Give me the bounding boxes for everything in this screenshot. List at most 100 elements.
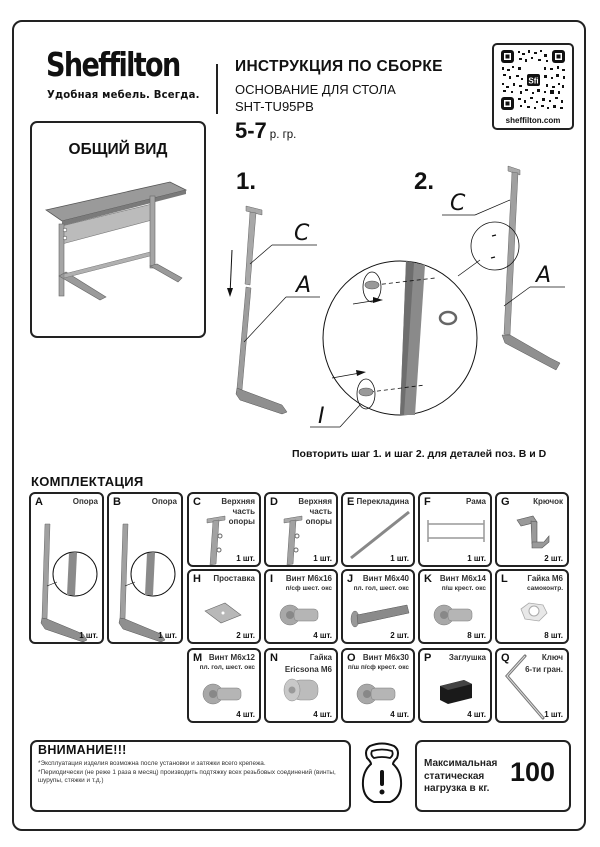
kit-item-letter: N: [270, 652, 278, 664]
header-divider: [216, 64, 218, 114]
kit-item-detail: п/ш крест. окс: [441, 585, 486, 592]
kit-item-letter: B: [113, 496, 121, 508]
kit-item-qty: 1 шт.: [79, 631, 98, 640]
kit-item-letter: A: [35, 496, 43, 508]
kit-item-name: Верхняя часть опоры: [298, 497, 332, 526]
kit-item-qty: 1 шт.: [544, 710, 563, 719]
kit-item-qty: 4 шт.: [313, 710, 332, 719]
max-load-panel: [415, 740, 571, 812]
hex-key-icon: [505, 654, 545, 720]
step-1-drawing: C A: [227, 205, 320, 415]
doc-subtitle: ОСНОВАНИЕ ДЛЯ СТОЛА: [235, 82, 396, 97]
max-load-label-line-1: Максимальная: [424, 758, 498, 769]
callout-a-step2: A: [534, 263, 551, 288]
kit-item-letter: Q: [501, 652, 510, 664]
kit-item-qty: 2 шт.: [390, 631, 409, 640]
price-group-value: 5-7: [235, 118, 267, 143]
end-cap-icon: [440, 680, 472, 704]
crossbar-icon: [350, 510, 410, 560]
kit-item-b: B Опора 1 шт.: [107, 492, 183, 644]
screw-icon: [279, 604, 319, 626]
warning-line-2: *Периодически (не реже 1 раза в месяц) п…: [38, 769, 336, 784]
leg-icon: [40, 523, 98, 642]
warning-panel: [30, 740, 351, 812]
kit-item-letter: L: [501, 573, 508, 585]
kit-item-letter: E: [347, 496, 355, 508]
kit-item-k: K Винт М6x14 п/ш крест. окс 8 шт.: [418, 569, 492, 644]
price-group-unit: р. гр.: [269, 129, 297, 141]
step-2-label: 2.: [414, 168, 435, 195]
website-link[interactable]: sheffilton.com: [505, 116, 561, 125]
brand-tagline: Удобная мебель. Всегда.: [47, 89, 200, 101]
callout-a-step1: A: [294, 273, 311, 298]
kit-item-name: Заглушка: [448, 653, 486, 662]
kit-item-letter: C: [193, 496, 201, 508]
screw-icon: [202, 683, 242, 705]
overview-title: ОБЩИЙ ВИД: [68, 141, 168, 158]
assembly-steps-illustration: C A I C A: [227, 165, 565, 429]
kit-item-detail: п/сф шест. окс: [285, 585, 332, 592]
step-2-drawing: C A: [442, 165, 565, 371]
frame-icon: [427, 520, 485, 542]
doc-title: ИНСТРУКЦИЯ ПО СБОРКЕ: [235, 58, 443, 75]
kit-item-detail: пл. гол, шест. окс: [199, 664, 255, 671]
kit-item-name: Винт М6x30: [362, 653, 409, 662]
kit-item-letter: O: [347, 652, 356, 664]
kit-item-name: Гайка М6: [527, 574, 563, 583]
qr-code-icon: Sfi: [501, 50, 565, 110]
long-screw-icon: [350, 604, 410, 628]
callout-c-step1: C: [294, 221, 310, 246]
max-load-label-line-3: нагрузка в кг.: [424, 783, 490, 794]
screw-icon: [356, 683, 396, 705]
kit-item-qty: 1 шт.: [467, 554, 486, 563]
kit-item-name: Винт М6x12: [208, 653, 255, 662]
detail-magnifier: I: [310, 259, 481, 429]
kit-item-name: Ключ: [541, 653, 563, 662]
kit-item-qty: 1 шт.: [158, 631, 177, 640]
kit-item-qty: 8 шт.: [467, 631, 486, 640]
kit-item-detail: 6-ти гран.: [525, 665, 563, 674]
kit-item-name: Винт М6x14: [439, 574, 486, 583]
kit-item-detail: самоконтр.: [526, 585, 563, 592]
barrel-nut-icon: [283, 678, 319, 702]
kit-item-name: Проставка: [213, 574, 255, 583]
kit-item-qty: 1 шт.: [313, 554, 332, 563]
qr-code-box[interactable]: Sfi: [492, 43, 574, 130]
kit-item-name: Опора: [151, 497, 177, 506]
kit-item-letter: F: [424, 496, 431, 508]
kit-item-d: D Верхняя часть опоры 1 шт.: [264, 492, 338, 567]
warning-title: ВНИМАНИЕ!!!: [38, 743, 127, 757]
kit-title: КОМПЛЕКТАЦИЯ: [31, 474, 144, 489]
kit-item-letter: D: [270, 496, 278, 508]
kit-item-name: Верхняя часть опоры: [221, 497, 255, 526]
page-frame: [12, 20, 586, 831]
kit-item-letter: K: [424, 573, 432, 585]
kit-item-q: Q Ключ 6-ти гран. 1 шт.: [495, 648, 569, 723]
max-load-label: Максимальная статическая нагрузка в кг.: [424, 758, 497, 796]
callout-c-step2: C: [450, 191, 466, 216]
kit-item-qty: 4 шт.: [390, 710, 409, 719]
upper-post-icon: [206, 515, 226, 565]
screw-icon: [433, 604, 473, 626]
step-1-label: 1.: [236, 168, 257, 195]
spacer-plate-icon: [204, 602, 242, 624]
kit-item-name: Винт М6x16: [285, 574, 332, 583]
kit-item-qty: 4 шт.: [467, 710, 486, 719]
kit-item-qty: 4 шт.: [313, 631, 332, 640]
warning-line-1: *Эксплуатация изделия возможна после уст…: [38, 760, 266, 767]
kit-item-qty: 1 шт.: [236, 554, 255, 563]
kit-item-letter: G: [501, 496, 510, 508]
kit-item-detail: Ericsona М6: [284, 665, 332, 674]
